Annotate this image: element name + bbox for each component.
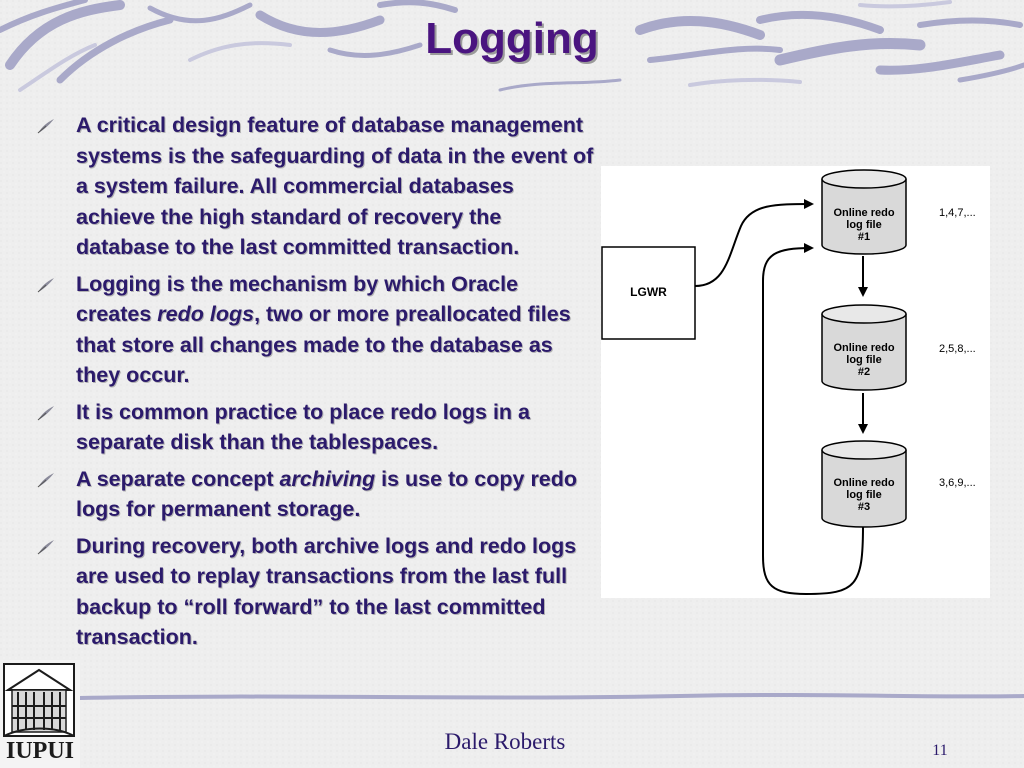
redo-log-diagram: LGWR Online redo log file #1 Online redo…: [601, 166, 990, 598]
lgwr-to-log1-arrow: [694, 199, 814, 287]
log-file-3-sequence: 3,6,9,...: [939, 477, 976, 489]
campus-building-logo-icon: [0, 660, 80, 768]
log-file-2-line1: Online redo: [833, 342, 895, 354]
quill-bullet-icon: [37, 472, 54, 487]
bullet-italic-term: archiving: [279, 466, 376, 491]
log-file-2-line2: log file: [846, 354, 882, 366]
bullet-text-run: is use to copy redo logs for permanent s…: [76, 466, 578, 522]
log-file-2-label: Online redo log file #2: [822, 342, 906, 378]
footer-author: Dale Roberts: [444, 729, 566, 754]
footer-swirl-line: [80, 693, 1024, 700]
bullet-text: A critical design feature of database ma…: [76, 113, 593, 259]
quill-bullet-icon: [37, 277, 54, 292]
quill-bullet-icon: [37, 119, 54, 134]
bullet-text-run: It is common practice to place redo logs…: [76, 399, 530, 455]
bullet-text: Logging is the mechanism by which Oracle…: [76, 272, 571, 388]
log-file-2-line3: #2: [857, 366, 871, 378]
online-redo-log-disk-3: [821, 440, 907, 528]
bullet-text: During recovery, both archive logs and r…: [76, 534, 576, 650]
log-file-2-sequence: 2,5,8,...: [939, 343, 976, 355]
lgwr-box: [601, 246, 696, 340]
bullet-item: It is common practice to place redo logs…: [34, 397, 594, 458]
bullet-text-run: Logging is the mechanism by which Oracle…: [76, 271, 519, 327]
decorative-swirl-band: [0, 0, 1024, 92]
lgwr-label: LGWR: [630, 285, 667, 299]
log-file-3-line1: Online redo: [833, 477, 895, 489]
page-number: 11: [932, 742, 948, 759]
online-redo-log-disk-1: [821, 169, 907, 255]
redo-log-diagram-graphics: [601, 169, 907, 596]
bullet-text: A separate concept archiving is use to c…: [76, 467, 577, 522]
log-file-1-line3: #1: [857, 231, 871, 243]
log-file-3-line3: #3: [857, 501, 871, 513]
online-redo-log-disk-2: [821, 304, 907, 391]
bullet-list: A critical design feature of database ma…: [34, 110, 594, 659]
log-file-1-line1: Online redo: [833, 207, 895, 219]
bullet-text: It is common practice to place redo logs…: [76, 400, 530, 455]
bullet-italic-term: redo logs: [157, 302, 255, 326]
quill-bullet-icon: [37, 405, 54, 420]
bullet-text-run: A critical design feature of database ma…: [76, 113, 594, 259]
bullet-text-run: , two or more preallocated files that st…: [76, 302, 571, 387]
bullet-item: A separate concept archiving is use to c…: [34, 464, 594, 525]
log-file-1-label: Online redo log file #1: [822, 207, 906, 243]
log3-to-log1-loop-arrow: [762, 243, 864, 596]
bullet-text-run: A separate concept: [76, 466, 280, 491]
slide-title: Logging: [425, 14, 599, 63]
log-file-1-line2: log file: [846, 219, 882, 231]
bullet-text-run: During recovery, both archive logs and r…: [76, 533, 577, 650]
bullet-item: A critical design feature of database ma…: [34, 110, 594, 263]
bullet-item: Logging is the mechanism by which Oracle…: [34, 269, 594, 391]
log-file-3-label: Online redo log file #3: [822, 477, 906, 513]
log-file-1-sequence: 1,4,7,...: [939, 207, 976, 219]
quill-bullet-icon: [37, 539, 54, 554]
log-file-3-line2: log file: [846, 489, 882, 501]
university-logo-text: IUPUI: [5, 738, 74, 764]
bullet-item: During recovery, both archive logs and r…: [34, 531, 594, 653]
